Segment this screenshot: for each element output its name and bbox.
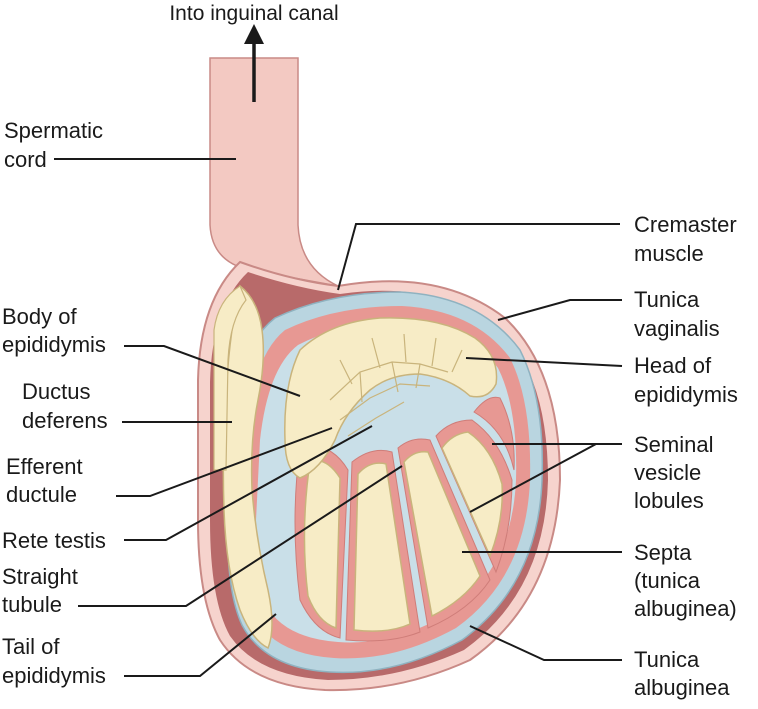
label-septa: Septa (tunica albuginea) [634, 540, 737, 621]
label-tunica-vaginalis: Tunica vaginalis [634, 287, 720, 341]
label-body-of-epididymis: Body of epididymis [2, 304, 106, 357]
leader-cremaster [338, 224, 620, 290]
leader-tunica-vaginalis [498, 300, 622, 320]
label-ductus-deferens: Ductus deferens [22, 379, 108, 433]
label-cremaster-muscle: Cremaster muscle [634, 212, 743, 266]
label-spermatic-cord: Spermatic cord [4, 118, 109, 172]
label-into-inguinal-canal: Into inguinal canal [169, 2, 338, 25]
label-tunica-albuginea: Tunica albuginea [634, 647, 730, 700]
label-straight-tubule: Straight tubule [2, 564, 84, 617]
label-seminal-vesicle-lobules: Seminal vesicle lobules [634, 432, 720, 513]
arrow-head-icon [244, 24, 264, 44]
label-rete-testis: Rete testis [2, 528, 106, 553]
label-tail-of-epididymis: Tail of epididymis [2, 634, 106, 688]
spermatic-cord-shape [210, 58, 338, 286]
label-head-of-epididymis: Head of epididymis [634, 353, 738, 407]
label-efferent-ductule: Efferent ductule [6, 454, 89, 507]
